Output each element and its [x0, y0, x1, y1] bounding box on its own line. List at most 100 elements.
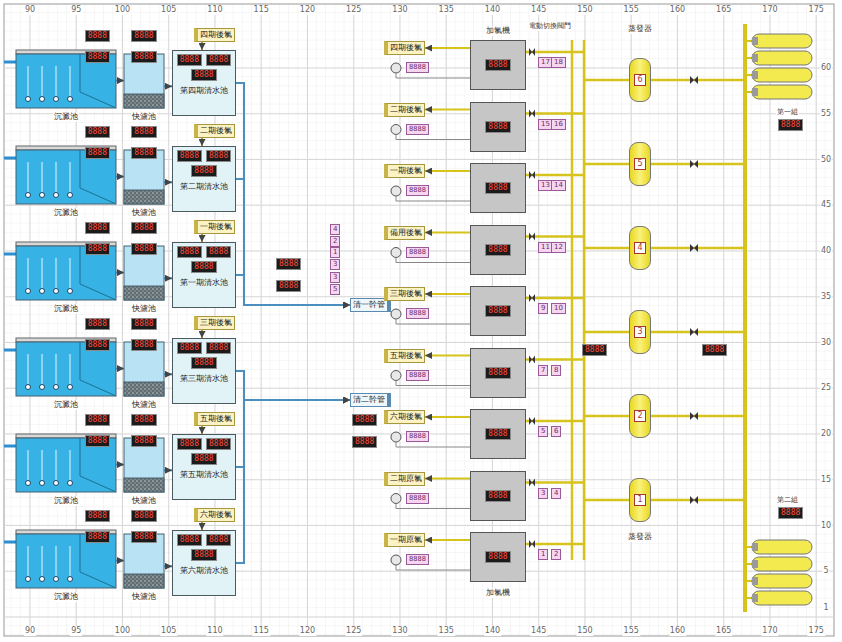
period-number: 3	[330, 259, 340, 270]
digital-display: 8888	[778, 119, 803, 131]
digital-display: 8888	[85, 243, 110, 255]
grid-line	[4, 525, 834, 526]
digital-display: 8888	[177, 342, 202, 354]
axis-tick: 115	[253, 5, 270, 15]
group-title: 加氯機	[485, 26, 511, 36]
valve-number: 4	[551, 488, 561, 499]
digital-display: 8888	[778, 507, 803, 519]
digital-display: 8888	[177, 534, 202, 546]
tank-pipe	[745, 546, 752, 548]
pipe-connector	[236, 83, 350, 305]
tag-text: 五期後氯	[390, 350, 422, 362]
period-number: 4	[330, 224, 340, 235]
water-line	[396, 319, 470, 324]
unit-name: 沉澱池	[53, 592, 79, 602]
axis-tick: 105	[160, 5, 177, 15]
diffuser	[40, 481, 45, 486]
diffuser-pipe	[56, 258, 57, 288]
diffuser	[68, 481, 73, 486]
pipe-connector	[201, 522, 203, 530]
diffuser	[26, 97, 31, 102]
clear-water-basin: 888888888888第六期清水池	[172, 530, 236, 596]
evaporator: 1	[629, 478, 651, 522]
axis-tick: 60	[820, 63, 832, 73]
unit-name: 第四期清水池	[175, 86, 233, 96]
unit-name: 第五期清水池	[175, 470, 233, 480]
tag-text: 四期後氯	[200, 29, 232, 41]
evaporator-pipe	[584, 499, 745, 502]
tag-text: 三期後氯	[390, 288, 422, 300]
evaporator-pipe	[584, 247, 745, 250]
tag-text: 清二幹管	[353, 394, 385, 406]
axis-tick: 175	[808, 5, 825, 15]
chlorine-line-tag: 三期後氯	[384, 287, 425, 301]
digital-display: 8888	[131, 510, 156, 522]
valve-number: 1	[538, 549, 548, 560]
inlet-pipe	[4, 349, 16, 352]
axis-tick: 170	[761, 626, 778, 636]
grid-line	[353, 4, 354, 636]
digital-display: 8888	[131, 51, 156, 63]
chlorinator: 8888	[470, 163, 526, 213]
evaporator-pipe	[584, 331, 745, 334]
valve-number: 16	[551, 119, 566, 130]
rapid-filter: 88888888快濾池	[124, 222, 164, 314]
digital-display: 8888	[131, 243, 156, 255]
pipe-connector	[236, 179, 350, 305]
grid	[4, 4, 834, 636]
axis-tick: 90	[24, 626, 36, 636]
axis-tick: 135	[438, 626, 455, 636]
pipe-connector	[116, 80, 124, 82]
diffuser	[40, 385, 45, 390]
evaporator-pipe	[584, 79, 745, 82]
grid-line	[677, 4, 678, 636]
axis-tick: 130	[391, 626, 408, 636]
axis-tick: 1	[822, 603, 829, 613]
grid-line	[723, 4, 724, 636]
tag-text: 五期後氯	[200, 413, 232, 425]
flow-display: 8888	[406, 308, 429, 319]
diffuser	[26, 193, 31, 198]
chlorine-tag: 一期後氯	[194, 220, 235, 234]
sedimentation-tank: 88888888沉澱池	[16, 510, 116, 602]
axis-tick: 150	[576, 5, 593, 15]
pipe-connector	[201, 234, 203, 242]
digital-display: 8888	[177, 150, 202, 162]
axis-tick: 125	[345, 5, 362, 15]
flow-display: 8888	[406, 185, 429, 196]
axis-tick: 145	[530, 5, 547, 15]
unit-name: 快濾池	[131, 496, 157, 506]
valve-symbol	[529, 417, 535, 425]
chlorine-cylinder	[752, 557, 812, 571]
filter-bed	[124, 190, 164, 204]
inlet-pipe	[4, 157, 16, 160]
axis-tick: 90	[24, 5, 36, 15]
pipe-connector	[425, 232, 470, 234]
axis-tick: 45	[820, 200, 832, 210]
pump-symbol	[391, 186, 401, 196]
valve-symbol	[690, 496, 698, 504]
sedimentation-tank: 88888888沉澱池	[16, 30, 116, 122]
evaporator: 6	[629, 58, 651, 102]
period-number: 3	[330, 272, 340, 283]
pipe-connector	[116, 272, 124, 274]
clear-water-basin: 888888888888第二期清水池	[172, 146, 236, 212]
inlet-pipe	[4, 61, 16, 64]
diffuser	[68, 193, 73, 198]
axis-tick: 165	[715, 626, 732, 636]
pipe-connector	[164, 181, 172, 183]
axis-tick: 40	[820, 246, 832, 256]
unit-name: 快濾池	[131, 592, 157, 602]
digital-display: 8888	[206, 246, 231, 258]
pump-symbol	[391, 63, 401, 73]
diffuser	[54, 577, 59, 582]
valve-number: 12	[551, 242, 566, 253]
pipe-connector	[116, 368, 124, 370]
chlorinator: 8888	[470, 471, 526, 521]
pipe-connector	[164, 565, 172, 567]
chlorine-cylinder	[752, 68, 812, 82]
filter-bed	[124, 574, 164, 588]
digital-display: 8888	[85, 510, 110, 522]
chlorinator: 8888	[470, 40, 526, 90]
valve-number: 5	[538, 426, 548, 437]
